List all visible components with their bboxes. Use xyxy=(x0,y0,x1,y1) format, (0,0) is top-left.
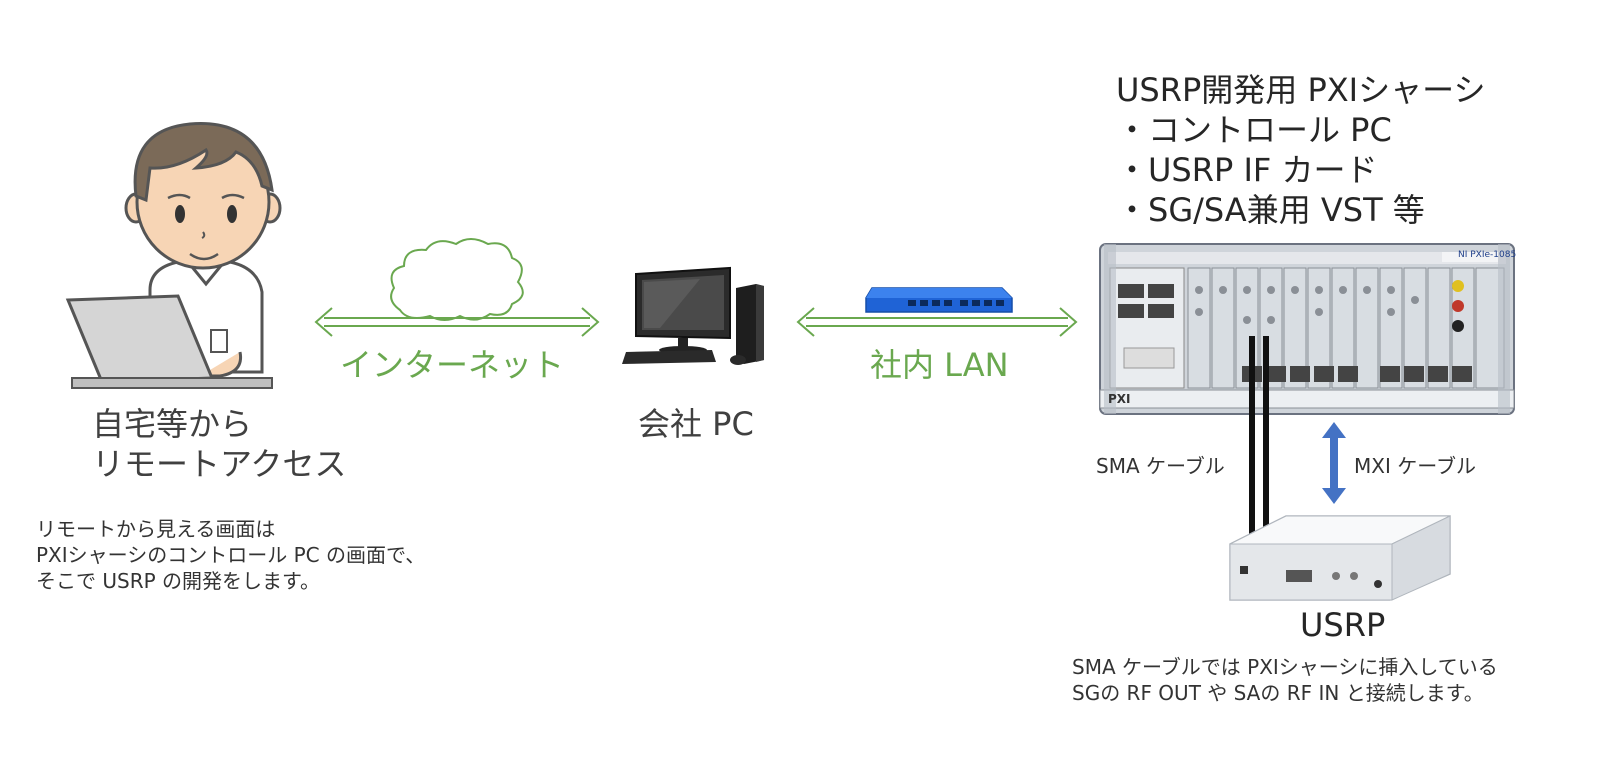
mxi-cable-label: MXI ケーブル xyxy=(1354,454,1477,478)
office-pc-label: 会社 PC xyxy=(638,405,754,443)
usrp-note-line: SMA ケーブルでは PXIシャーシに挿入している xyxy=(1072,655,1498,679)
internet-double-arrow xyxy=(314,307,600,337)
lan-double-arrow xyxy=(796,307,1078,337)
remote-access-label-line2: リモートアクセス xyxy=(92,445,347,483)
usrp-note: SMA ケーブルでは PXIシャーシに挿入している SGの RF OUT や S… xyxy=(1072,654,1498,706)
internet-label: インターネット xyxy=(340,346,565,384)
remote-access-label: 自宅等から リモートアクセス xyxy=(92,404,346,484)
usrp-label: USRP xyxy=(1300,606,1386,644)
remote-note-line: リモートから見える画面は xyxy=(36,517,276,541)
pxi-logo: PXI xyxy=(1108,392,1131,406)
usrp-device-illustration xyxy=(1229,515,1451,601)
lan-label: 社内 LAN xyxy=(870,346,1009,384)
usrp-note-line: SGの RF OUT や SAの RF IN と接続します。 xyxy=(1072,681,1484,705)
chassis-title: USRP開発用 PXIシャーシ ・コントロール PC ・USRP IF カード … xyxy=(1116,70,1485,230)
chassis-title-line: ・SG/SA兼用 VST 等 xyxy=(1116,191,1425,229)
chassis-title-line: ・コントロール PC xyxy=(1116,111,1392,149)
chassis-title-line: ・USRP IF カード xyxy=(1116,151,1378,189)
office-pc-illustration xyxy=(622,266,764,365)
sma-cable-label: SMA ケーブル xyxy=(1096,454,1225,478)
pxi-chassis-illustration xyxy=(1099,243,1515,415)
internet-cloud-icon xyxy=(390,238,524,321)
network-switch-icon xyxy=(865,287,1013,313)
remote-user-illustration xyxy=(65,122,282,389)
mxi-double-arrow xyxy=(1322,422,1346,504)
remote-note-line: そこで USRP の開発をします。 xyxy=(36,569,321,593)
chassis-title-line: USRP開発用 PXIシャーシ xyxy=(1116,71,1486,109)
remote-note-line: PXIシャーシのコントロール PC の画面で、 xyxy=(36,543,426,567)
chassis-model-text: NI PXIe-1085 xyxy=(1458,250,1517,260)
remote-access-label-line1: 自宅等から xyxy=(92,405,253,443)
remote-access-note: リモートから見える画面は PXIシャーシのコントロール PC の画面で、 そこで… xyxy=(36,516,425,594)
